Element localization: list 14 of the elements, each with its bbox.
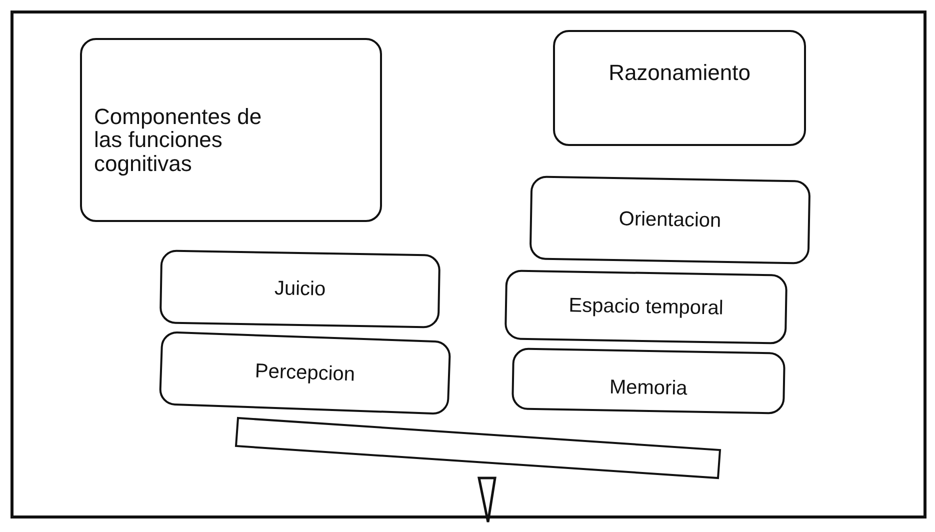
box-label: Percepcion	[254, 360, 356, 386]
box-label: Componentes de las funciones cognitivas	[94, 105, 263, 175]
text-box	[511, 348, 786, 414]
box-label: Memoria	[609, 376, 688, 400]
box-label: Orientacion	[618, 208, 722, 232]
text-box	[529, 176, 811, 264]
text-box	[159, 250, 441, 328]
text-box	[158, 330, 452, 416]
text-box	[80, 38, 382, 222]
box-label: Espacio temporal	[568, 295, 724, 319]
text-box	[553, 30, 806, 146]
text-box	[504, 270, 788, 344]
box-label: Juicio	[274, 278, 326, 300]
box-label: Razonamiento	[608, 61, 750, 85]
